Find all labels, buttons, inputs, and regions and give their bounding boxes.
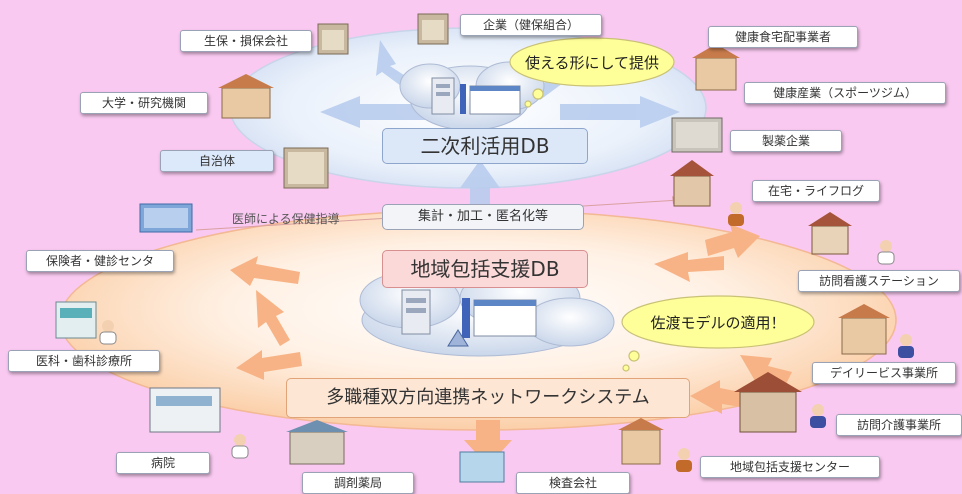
top-db-box: 二次利活用DB (382, 128, 588, 164)
sado-callout-cloud (621, 295, 815, 372)
person-icons (99, 202, 914, 472)
node-home-lifelog: 在宅・ライフログ (752, 180, 880, 202)
node-university-research: 大学・研究機関 (80, 92, 208, 114)
node-clinic: 医科・歯科診療所 (8, 350, 160, 372)
node-visiting-care: 訪問介護事業所 (836, 414, 962, 436)
sado-callout-text: 佐渡モデルの適用！ (650, 314, 786, 332)
process-label: 集計・加工・匿名化等 (417, 209, 548, 224)
network-box: 多職種双方向連携ネットワークシステム (286, 378, 690, 418)
node-pharmaceutical: 製薬企業 (730, 130, 842, 152)
node-support-center: 地域包括支援センター (700, 456, 880, 478)
node-health-sports: 健康産業（スポーツジム） (744, 82, 946, 104)
provide-callout-cloud (509, 37, 675, 108)
node-municipality: 自治体 (160, 150, 274, 172)
network-title: 多職種双方向連携ネットワークシステム (326, 387, 650, 408)
bottom-db-box: 地域包括支援DB (382, 250, 588, 288)
process-label-box: 集計・加工・匿名化等 (382, 204, 584, 230)
node-insurer-checkup-center: 保険者・健診センタ (26, 250, 174, 272)
bottom-db-title: 地域包括支援DB (410, 257, 560, 281)
bottom-server-icon (401, 289, 537, 347)
node-meal-delivery: 健康食宅配事業者 (708, 26, 858, 48)
node-insurance-companies: 生保・損保会社 (180, 30, 312, 52)
node-lab-company: 検査会社 (516, 472, 630, 494)
guidance-label: 医師による保健指導 (232, 212, 340, 226)
top-db-title: 二次利活用DB (420, 134, 550, 158)
node-visiting-nurse: 訪問看護ステーション (798, 270, 960, 292)
lower-arrows (230, 224, 792, 466)
node-day-service: デイリービス事業所 (812, 362, 956, 384)
provide-callout-text: 使える形にして提供 (524, 54, 660, 72)
top-server-icon (431, 77, 521, 115)
node-hospital: 病院 (116, 452, 210, 474)
building-icons (55, 13, 890, 483)
node-corporate-health-union: 企業（健保組合） (460, 14, 602, 36)
node-pharmacy: 調剤薬局 (302, 472, 414, 494)
